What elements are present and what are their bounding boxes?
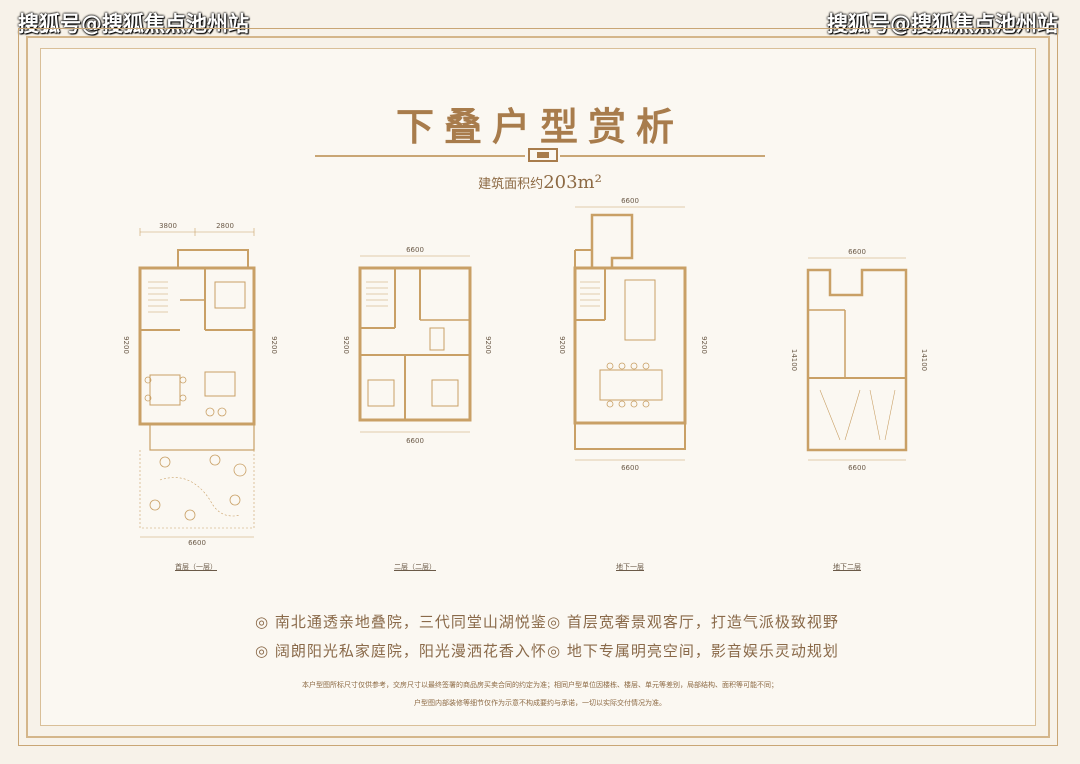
- disclaimer-line-2: 户型图内部装修等细节仅作为示意不构成要约与承诺，一切以实际交付情况为准。: [414, 699, 666, 707]
- plan4-dim-left: 14100: [790, 349, 798, 371]
- feature-2: ◎ 首层宽奢景观客厅，打造气派极致视野: [547, 613, 839, 631]
- area-caption: 建筑面积约203m²: [0, 172, 1080, 193]
- area-value: 203m²: [543, 172, 602, 193]
- plan3-dim-right: 9200: [700, 336, 708, 354]
- plan1-dim-top-a: 3800: [159, 222, 177, 230]
- feature-4: ◎ 地下专属明亮空间，影音娱乐灵动规划: [547, 642, 839, 660]
- plan1-dim-top-b: 2800: [216, 222, 234, 230]
- plan3-dim-left: 9200: [558, 336, 566, 354]
- disclaimer-line-1: 本户型图所标尺寸仅供参考，交房尺寸以最终签署的商品房买卖合同的约定为准；相同户型…: [302, 681, 778, 689]
- plan3-dim-bottom: 6600: [621, 464, 639, 472]
- plan4-dim-bottom: 6600: [848, 464, 866, 472]
- page-title: 下叠户型赏析: [395, 105, 684, 149]
- watermark-right: 搜狐号@搜狐焦点池州站: [827, 12, 1058, 36]
- watermark-left: 搜狐号@搜狐焦点池州站: [18, 12, 249, 36]
- floor-label-3: 地下一层: [616, 563, 644, 571]
- floor-label-2: 二层（二层）: [394, 563, 436, 571]
- plan4-dim-right: 14100: [920, 349, 928, 371]
- plan1-dim-bottom: 6600: [188, 539, 206, 547]
- area-label: 建筑面积约: [478, 177, 544, 192]
- floor-plan-2: 6600 9200 9200 6600: [342, 246, 492, 445]
- floor-plan-1: 3800 2800 9200 9200: [122, 222, 278, 547]
- floor-label-4: 地下二层: [833, 563, 861, 571]
- floor-plan-3: 6600 9200 9200 6600: [558, 197, 708, 472]
- plan4-dim-top: 6600: [848, 248, 866, 256]
- plan1-dim-left: 9200: [122, 336, 130, 354]
- plan1-dim-right: 9200: [270, 336, 278, 354]
- ornament-icon: [528, 148, 558, 162]
- feature-3: ◎ 阔朗阳光私家庭院，阳光漫洒花香入怀: [255, 642, 547, 660]
- plan3-dim-top: 6600: [621, 197, 639, 205]
- plan2-dim-bottom: 6600: [406, 437, 424, 445]
- floor-plan-4: 6600 14100 14100 6600: [790, 248, 928, 472]
- feature-1: ◎ 南北通透亲地叠院，三代同堂山湖悦鉴: [255, 613, 547, 631]
- title-rule-left: [315, 155, 525, 157]
- plan2-dim-top: 6600: [406, 246, 424, 254]
- plan2-dim-left: 9200: [342, 336, 350, 354]
- outer-frame: [18, 28, 1058, 746]
- middle-frame: [26, 36, 1050, 738]
- plan2-dim-right: 9200: [484, 336, 492, 354]
- floor-label-1: 首层（一层）: [175, 563, 217, 571]
- title-rule-right: [560, 155, 765, 157]
